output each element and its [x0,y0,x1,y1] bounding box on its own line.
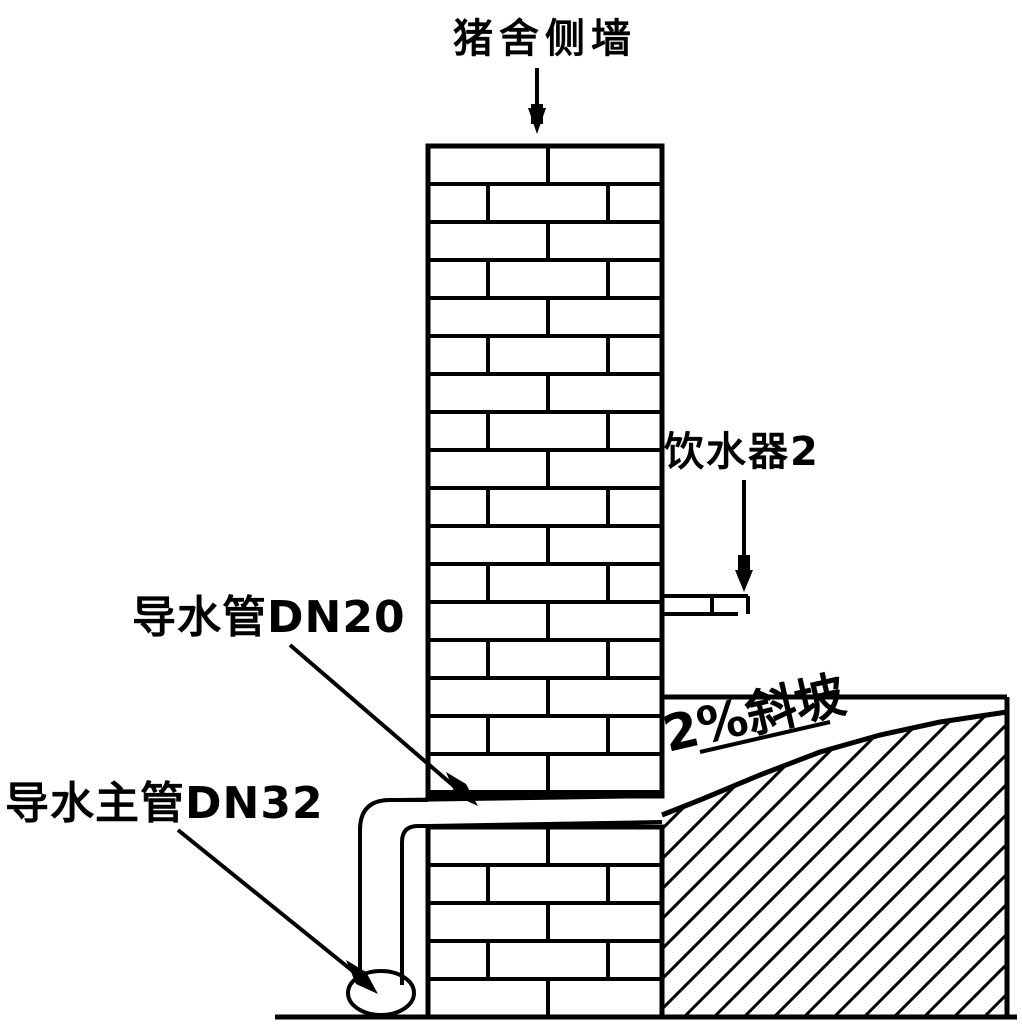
drinker-pipe [662,594,750,616]
brick [546,827,662,867]
brick [428,600,550,642]
brick [606,638,662,680]
drinker-arrow [735,480,753,592]
brick [606,410,662,452]
brick [486,562,610,604]
guide-pipe-label: 导水管DN20 [132,592,406,643]
brick [486,258,610,300]
brick [486,410,610,452]
brick [428,901,550,943]
brick [546,977,662,1017]
brick [546,600,662,642]
brick [428,524,550,566]
guide-pipe [399,794,663,828]
wall-title-arrow [528,68,546,134]
hatch-line [772,712,1007,1017]
brick [546,220,662,262]
brick [546,752,662,794]
hatch-line [712,712,1007,1017]
brick [428,220,550,262]
hatch-line [742,712,1007,1017]
brick [486,790,610,796]
brick [606,334,662,376]
brick [606,863,662,905]
brick [428,372,550,414]
brick [546,146,662,186]
hatch-line [862,712,1007,1017]
hatch-line [892,712,1007,1017]
brick [546,448,662,490]
brick [486,939,610,981]
slope-fill-block [294,687,1022,1017]
brick [546,676,662,718]
guide-pipe-leader [288,643,478,806]
hatch-line [294,687,624,1017]
brick [606,562,662,604]
hatch-line [664,712,956,1017]
hatch-line [664,712,926,1017]
main-pipe-leader [176,828,378,994]
brick [606,182,662,224]
brick [428,752,550,794]
brick [606,714,662,756]
brick [486,334,610,376]
brick [486,714,610,756]
hatch-line [664,712,986,1017]
hatch-line [922,712,1007,1017]
brick [486,486,610,528]
main-pipe [346,798,428,1017]
hatch-line [832,712,1007,1017]
brick [546,296,662,338]
brick [428,977,550,1017]
brick [606,486,662,528]
hatch-line [682,712,1007,1017]
brick [606,258,662,300]
brick [546,372,662,414]
brick [546,901,662,943]
drinker-label: 饮水器2 [664,429,820,475]
brick [428,296,550,338]
brick [486,638,610,680]
brick [606,939,662,981]
brick [428,676,550,718]
brick [546,524,662,566]
brick [428,146,550,186]
brick [486,863,610,905]
lower-brick-wall [425,824,665,1020]
brick [486,182,610,224]
wall-title-label: 猪舍侧墙 [453,16,637,62]
brick [428,448,550,490]
upper-brick-wall [425,143,665,799]
hatch-line [1014,687,1022,1017]
hatch-line [802,712,1007,1017]
brick [428,827,550,867]
main-pipe-label: 导水主管DN32 [5,778,324,829]
